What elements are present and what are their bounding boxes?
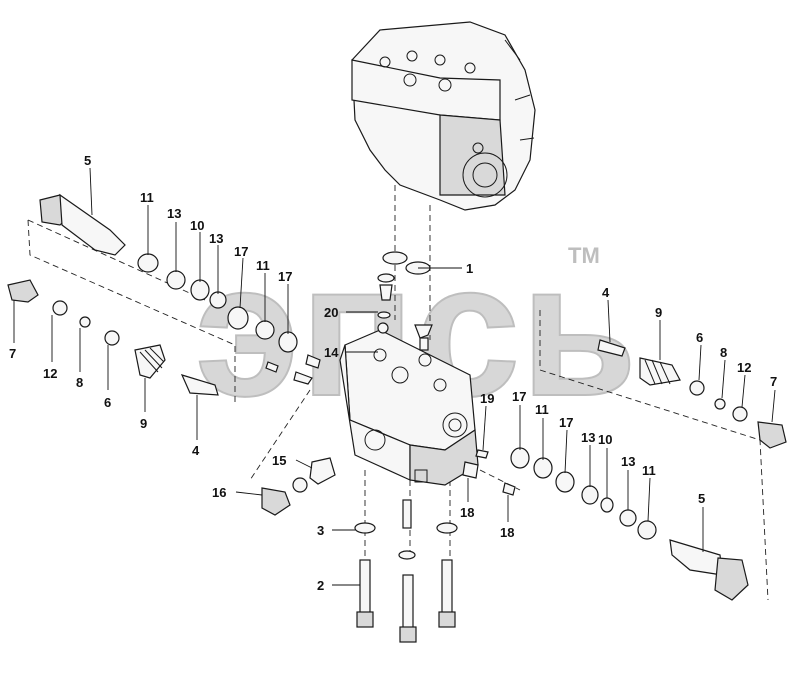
callout-12-right: 12 [737, 360, 751, 375]
watermark: эпсь TM [194, 223, 638, 437]
callout-17-d: 17 [559, 415, 573, 430]
callout-13-b: 13 [209, 231, 223, 246]
callout-18-a: 18 [460, 505, 474, 520]
right-cartridge [462, 339, 787, 601]
callout-13-a: 13 [167, 206, 181, 221]
callout-10-a: 10 [190, 218, 204, 233]
callout-13-d: 13 [621, 454, 635, 469]
callout-7-left: 7 [9, 346, 16, 361]
callout-13-c: 13 [581, 430, 595, 445]
callout-3: 3 [317, 523, 324, 538]
callout-19: 19 [480, 391, 494, 406]
callout-17-a: 17 [234, 244, 248, 259]
callout-10-b: 10 [598, 432, 612, 447]
watermark-tm: TM [568, 243, 600, 268]
callout-16: 16 [212, 485, 226, 500]
callout-15: 15 [272, 453, 286, 468]
callout-8-left: 8 [76, 375, 83, 390]
callout-6-left: 6 [104, 395, 111, 410]
callout-20: 20 [324, 305, 338, 320]
watermark-text: эпсь [195, 224, 637, 436]
callout-18-b: 18 [500, 525, 514, 540]
callout-12-left: 12 [43, 366, 57, 381]
callout-5-left: 5 [84, 153, 91, 168]
callout-17-b: 17 [278, 269, 292, 284]
left-cartridge [7, 193, 321, 396]
callout-8-right: 8 [720, 345, 727, 360]
bolts [354, 499, 458, 643]
callouts: 5 11 13 10 13 17 11 17 1 20 14 7 12 8 6 … [9, 153, 777, 593]
callout-11-d: 11 [642, 463, 656, 478]
callout-4-right: 4 [602, 285, 610, 300]
callout-17-c: 17 [512, 389, 526, 404]
callout-11-a: 11 [140, 190, 154, 205]
callout-6-right: 6 [696, 330, 703, 345]
callout-4-left: 4 [192, 443, 200, 458]
leader-lines [13, 167, 776, 586]
callout-11-c: 11 [535, 402, 549, 417]
callout-14: 14 [324, 345, 339, 360]
callout-5-right: 5 [698, 491, 705, 506]
motor-housing [351, 21, 536, 211]
lower-plugs [261, 457, 336, 516]
callout-7-right: 7 [770, 374, 777, 389]
callout-9-left: 9 [140, 416, 147, 431]
callout-2: 2 [317, 578, 324, 593]
callout-9-right: 9 [655, 305, 662, 320]
callout-1: 1 [466, 261, 473, 276]
callout-11-b: 11 [256, 258, 270, 273]
valve-block [339, 329, 479, 486]
